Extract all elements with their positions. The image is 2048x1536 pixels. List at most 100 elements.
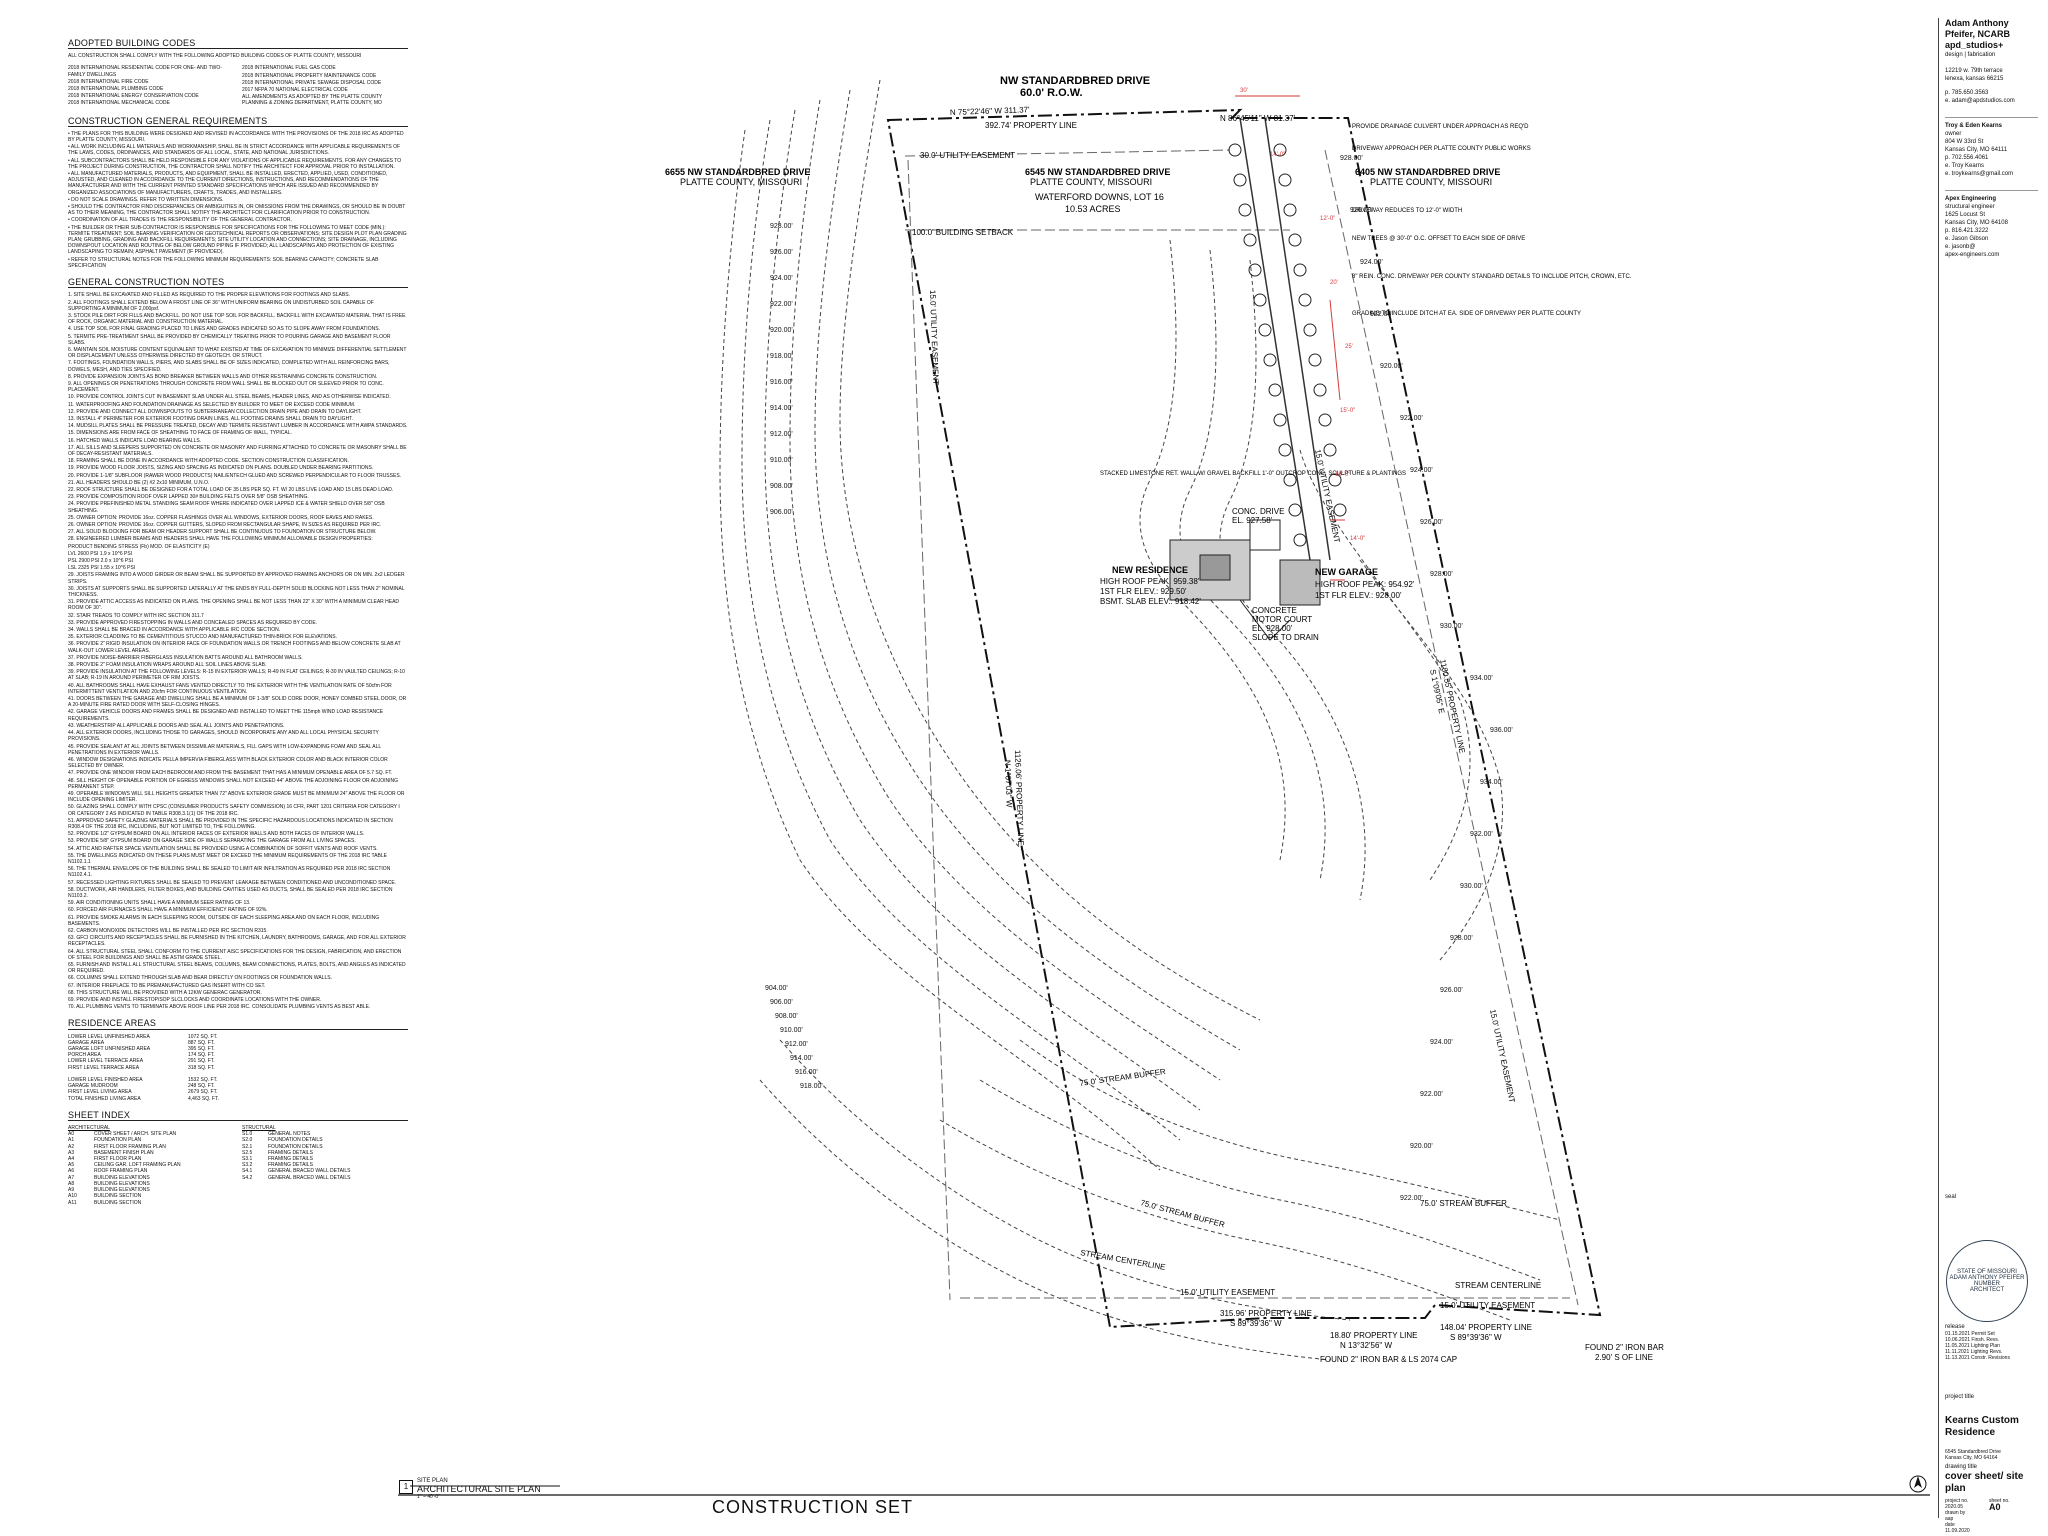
codes-title: ADOPTED BUILDING CODES bbox=[68, 38, 408, 50]
stream-centerline-2: STREAM CENTERLINE bbox=[1455, 1281, 1541, 1290]
contour-label: 906.00' bbox=[770, 999, 793, 1006]
struct-sheets-head: STRUCTURAL bbox=[242, 1125, 276, 1132]
gcn-item: 39. PROVIDE INSULATION AT THE FOLLOWING … bbox=[68, 669, 405, 682]
contour-label: 934.00' bbox=[1470, 675, 1493, 682]
firm-name: apd_studios+ bbox=[1945, 40, 2004, 50]
gcn-item: 17. ALL SILLS AND SLEEPERS SUPPORTED ON … bbox=[68, 444, 407, 457]
contour-label: 926.00' bbox=[1350, 207, 1373, 214]
sheet-cell: BUILDING SECTION bbox=[94, 1199, 142, 1206]
dimension-labels: 30'14'-0"12'-0"20'25'15'-0"16'-0"14'-0" bbox=[1240, 88, 1365, 542]
contour-label: 922.00' bbox=[1400, 415, 1423, 422]
gcn-item: 22. ROOF STRUCTURE SHALL BE DESIGNED FOR… bbox=[68, 486, 394, 493]
release-row: 11.13.2021 Constr. Revisions bbox=[1945, 1355, 2010, 1361]
contour-label: 914.00' bbox=[790, 1055, 813, 1062]
arch-sheets-head: ARCHITECTURAL bbox=[68, 1125, 110, 1132]
release-row: 11.11.2021 Lighting Revs. bbox=[1945, 1349, 2003, 1355]
contour-label: 922.00' bbox=[770, 301, 793, 308]
gcn-item: 10. PROVIDE CONTROL JOINTS CUT IN BASEME… bbox=[68, 394, 391, 401]
owner-names: Troy & Eden Kearns bbox=[1945, 123, 2003, 129]
eng-contact: e. Jason Gibson bbox=[1945, 236, 1989, 242]
conc-drive-1: CONC. DRIVE bbox=[1232, 507, 1284, 516]
dimension-label: 16'-0" bbox=[1335, 472, 1350, 478]
sheet-cell: S3.2 bbox=[242, 1162, 253, 1169]
codes-right-column: 2018 INTERNATIONAL FUEL GAS CODE 2018 INT… bbox=[242, 65, 408, 107]
south-bearing-1: S 89°39'36" W bbox=[1230, 1319, 1282, 1328]
sheet-cell: S1.0 bbox=[242, 1131, 253, 1138]
gcn-item: 5. TERMITE PRE-TREATMENT SHALL BE PROVID… bbox=[68, 333, 391, 346]
contour-label: 908.00' bbox=[770, 483, 793, 490]
contour-label: 934.00' bbox=[1480, 779, 1503, 786]
stream-centerline-1: STREAM CENTERLINE bbox=[1080, 1248, 1166, 1272]
gcn-item: 20. PROVIDE 1-1/8" SUBFLOOR (RAWER WOOD … bbox=[68, 472, 402, 479]
center-addr: 6545 NW STANDARDBRED DRIVE bbox=[1025, 167, 1170, 177]
sheet-cell: FRAMING DETAILS bbox=[268, 1149, 313, 1156]
gcn-item: 15. DIMENSIONS ARE FROM FACE OF SHEATHIN… bbox=[68, 430, 292, 437]
contour-label: 928.00' bbox=[1430, 571, 1453, 578]
area-cell: LOWER LEVEL FINISHED AREA bbox=[68, 1077, 143, 1084]
dimension-label: 15'-0" bbox=[1340, 408, 1355, 414]
sheet-cell: S4.1 bbox=[242, 1168, 253, 1175]
south-prop-1: 315.96' PROPERTY LINE bbox=[1220, 1309, 1312, 1318]
road-name: NW STANDARDBRED DRIVE bbox=[1000, 75, 1150, 87]
contour-label: 918.00' bbox=[800, 1083, 823, 1090]
gcn-item: 27. ALL SOLID BLOCKING FOR BEAM OR HEADE… bbox=[68, 529, 377, 536]
contour-label: 906.00' bbox=[770, 509, 793, 516]
area-cell: LOWER LEVEL TERRACE AREA bbox=[68, 1058, 144, 1065]
gcn-item: 36. PROVIDE 2" RIGID INSULATION ON INTER… bbox=[68, 641, 401, 654]
eng-email-1: e. jasonb@ bbox=[1945, 244, 1976, 250]
sheet-cell: A9 bbox=[68, 1187, 75, 1194]
construction-set-label: CONSTRUCTION SET bbox=[712, 1497, 914, 1517]
firm-addr-1: 12219 w. 79th terrace bbox=[1945, 68, 2003, 74]
project-no: 2020.05 bbox=[1945, 1504, 1964, 1510]
dimension-label: 14'-0" bbox=[1350, 536, 1365, 542]
gcn-item: LSL 2325 PSI 1.55 x 10^6 PSI bbox=[68, 565, 136, 572]
stream-buffer-3: 75.0' STREAM BUFFER bbox=[1420, 1199, 1507, 1208]
gcn-item: 28. ENGINEERED LUMBER BEAMS AND HEADERS … bbox=[68, 536, 373, 543]
sheet-cell: S2.1 bbox=[242, 1143, 253, 1150]
note-reinf: 8" REIN. CONC. DRIVEWAY PER COUNTY STAND… bbox=[1352, 274, 1632, 280]
drawn-by-label: drawn by bbox=[1945, 1510, 1966, 1516]
gcn-item: 53. PROVIDE 5/8" GYPSUM BOARD ON GARAGE … bbox=[68, 838, 356, 845]
gcn-item: 61. PROVIDE SMOKE ALARMS IN EACH SLEEPIN… bbox=[68, 914, 380, 927]
gcn-item: 11. WATERPROOFING AND FOUNDATION DRAINAG… bbox=[68, 401, 356, 408]
note-grading: GRADING TO INCLUDE DITCH AT EA. SIDE OF … bbox=[1352, 311, 1581, 317]
code-item: 2018 INTERNATIONAL ENERGY CONSERVATION C… bbox=[68, 93, 199, 100]
sheet-cell: BUILDING ELEVATIONS bbox=[94, 1174, 150, 1181]
owner-phone: p. 702.556.4061 bbox=[1945, 155, 1989, 161]
owner-email: e. troykearns@gmail.com bbox=[1945, 171, 2014, 177]
area-cell: 174 SQ. FT. bbox=[188, 1052, 215, 1059]
codes-intro: ALL CONSTRUCTION SHALL COMPLY WITH THE F… bbox=[68, 53, 362, 60]
south-prop-3: 148.04' PROPERTY LINE bbox=[1440, 1323, 1532, 1332]
sheet-cell: A6 bbox=[68, 1168, 75, 1175]
gcn-item: 54. ATTIC AND RAFTER SPACE VENTILATION S… bbox=[68, 845, 378, 852]
gcn-item: 26. OWNER OPTION: PROVIDE 16oz. COPPER G… bbox=[68, 522, 382, 528]
contour-label: 914.00' bbox=[770, 405, 793, 412]
eng-email-2: apex-engineers.com bbox=[1945, 252, 2000, 258]
stream-buffer-1: 75.0' STREAM BUFFER bbox=[1079, 1067, 1167, 1088]
south-bearing-2: N 13°32'56" W bbox=[1340, 1341, 1392, 1350]
project-block: project title Kearns Custom Residence 65… bbox=[1945, 1393, 2033, 1461]
gcn-item: 58. DUCTWORK, AIR HANDLERS, FILTER BOXES… bbox=[68, 886, 393, 899]
contour-lines bbox=[719, 79, 1561, 1361]
contour-label: 928.00' bbox=[1340, 155, 1363, 162]
contour-label: 910.00' bbox=[770, 457, 793, 464]
gcn-item: 37. PROVIDE NOISE-BARRIER FIBERGLASS INS… bbox=[68, 654, 303, 661]
sheet-cell: A2 bbox=[68, 1143, 75, 1150]
code-item: 2018 INTERNATIONAL PRIVATE SEWAGE DISPOS… bbox=[242, 79, 382, 86]
code-item: 2018 INTERNATIONAL FUEL GAS CODE bbox=[242, 65, 336, 72]
code-item: ALL AMENDMENTS AS ADOPTED BY THE PLATTE … bbox=[242, 94, 383, 107]
cgr-item: • THE BUILDER OR THEIR SUB-CONTRACTOR IS… bbox=[68, 224, 407, 256]
architect-name: Adam Anthony Pfeifer, NCARB bbox=[1945, 18, 2011, 39]
gcn-item: 62. CARBON MONOXIDE DETECTORS WILL BE IN… bbox=[68, 927, 268, 934]
gcn-item: 7. FOOTINGS, FOUNDATION WALLS, PIERS, AN… bbox=[68, 360, 390, 373]
